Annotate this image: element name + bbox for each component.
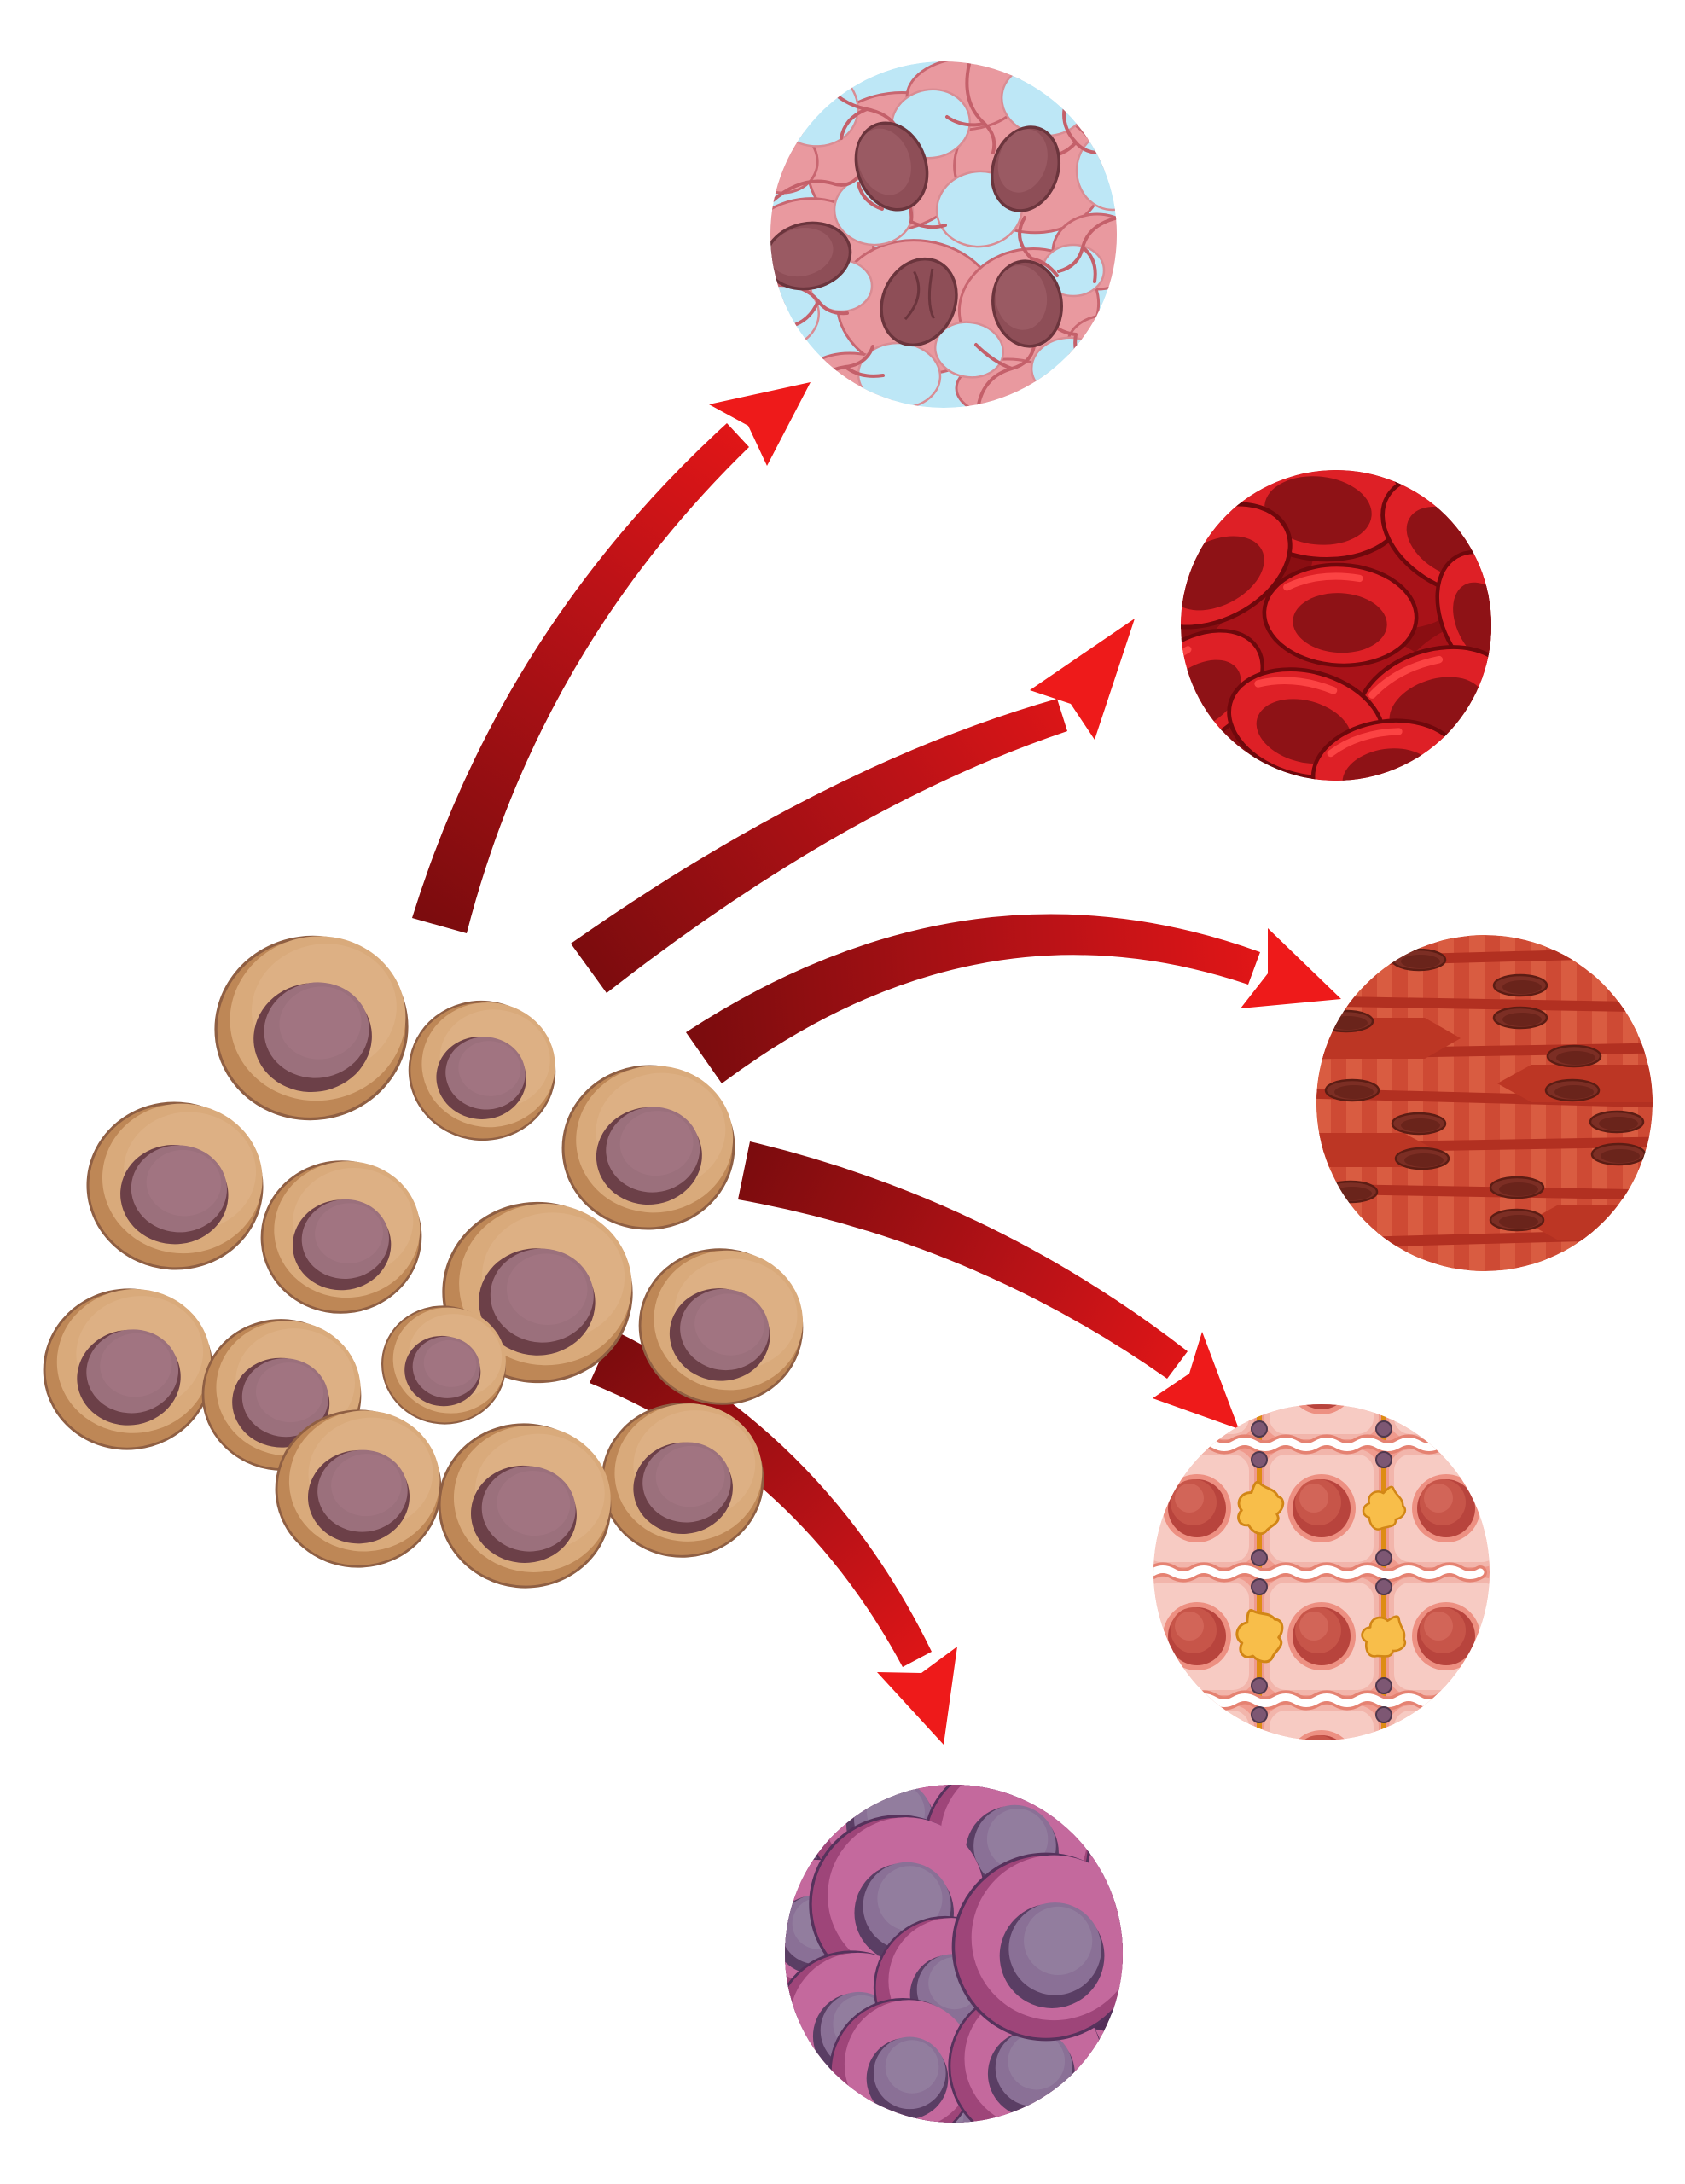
nerve-cells-view	[770, 61, 1117, 408]
arrow-to-red-blood-cells	[571, 619, 1135, 993]
arrowhead-icon	[1241, 928, 1341, 1008]
arrowhead-icon	[1030, 619, 1135, 740]
arrowhead-icon	[1153, 1332, 1239, 1429]
arrow-to-striated-muscle	[686, 914, 1341, 1083]
purple-round-cells-view	[785, 1785, 1123, 2123]
arrowhead-icon	[709, 382, 811, 466]
red-blood-cells-view	[1181, 470, 1491, 781]
striated-muscle-view	[1316, 935, 1653, 1271]
stem-cell-cluster	[35, 923, 814, 1597]
arrow-to-cardiac-muscle	[738, 1141, 1239, 1429]
arrowhead-icon	[877, 1647, 957, 1745]
arrow-to-nerve-cells	[412, 382, 811, 933]
